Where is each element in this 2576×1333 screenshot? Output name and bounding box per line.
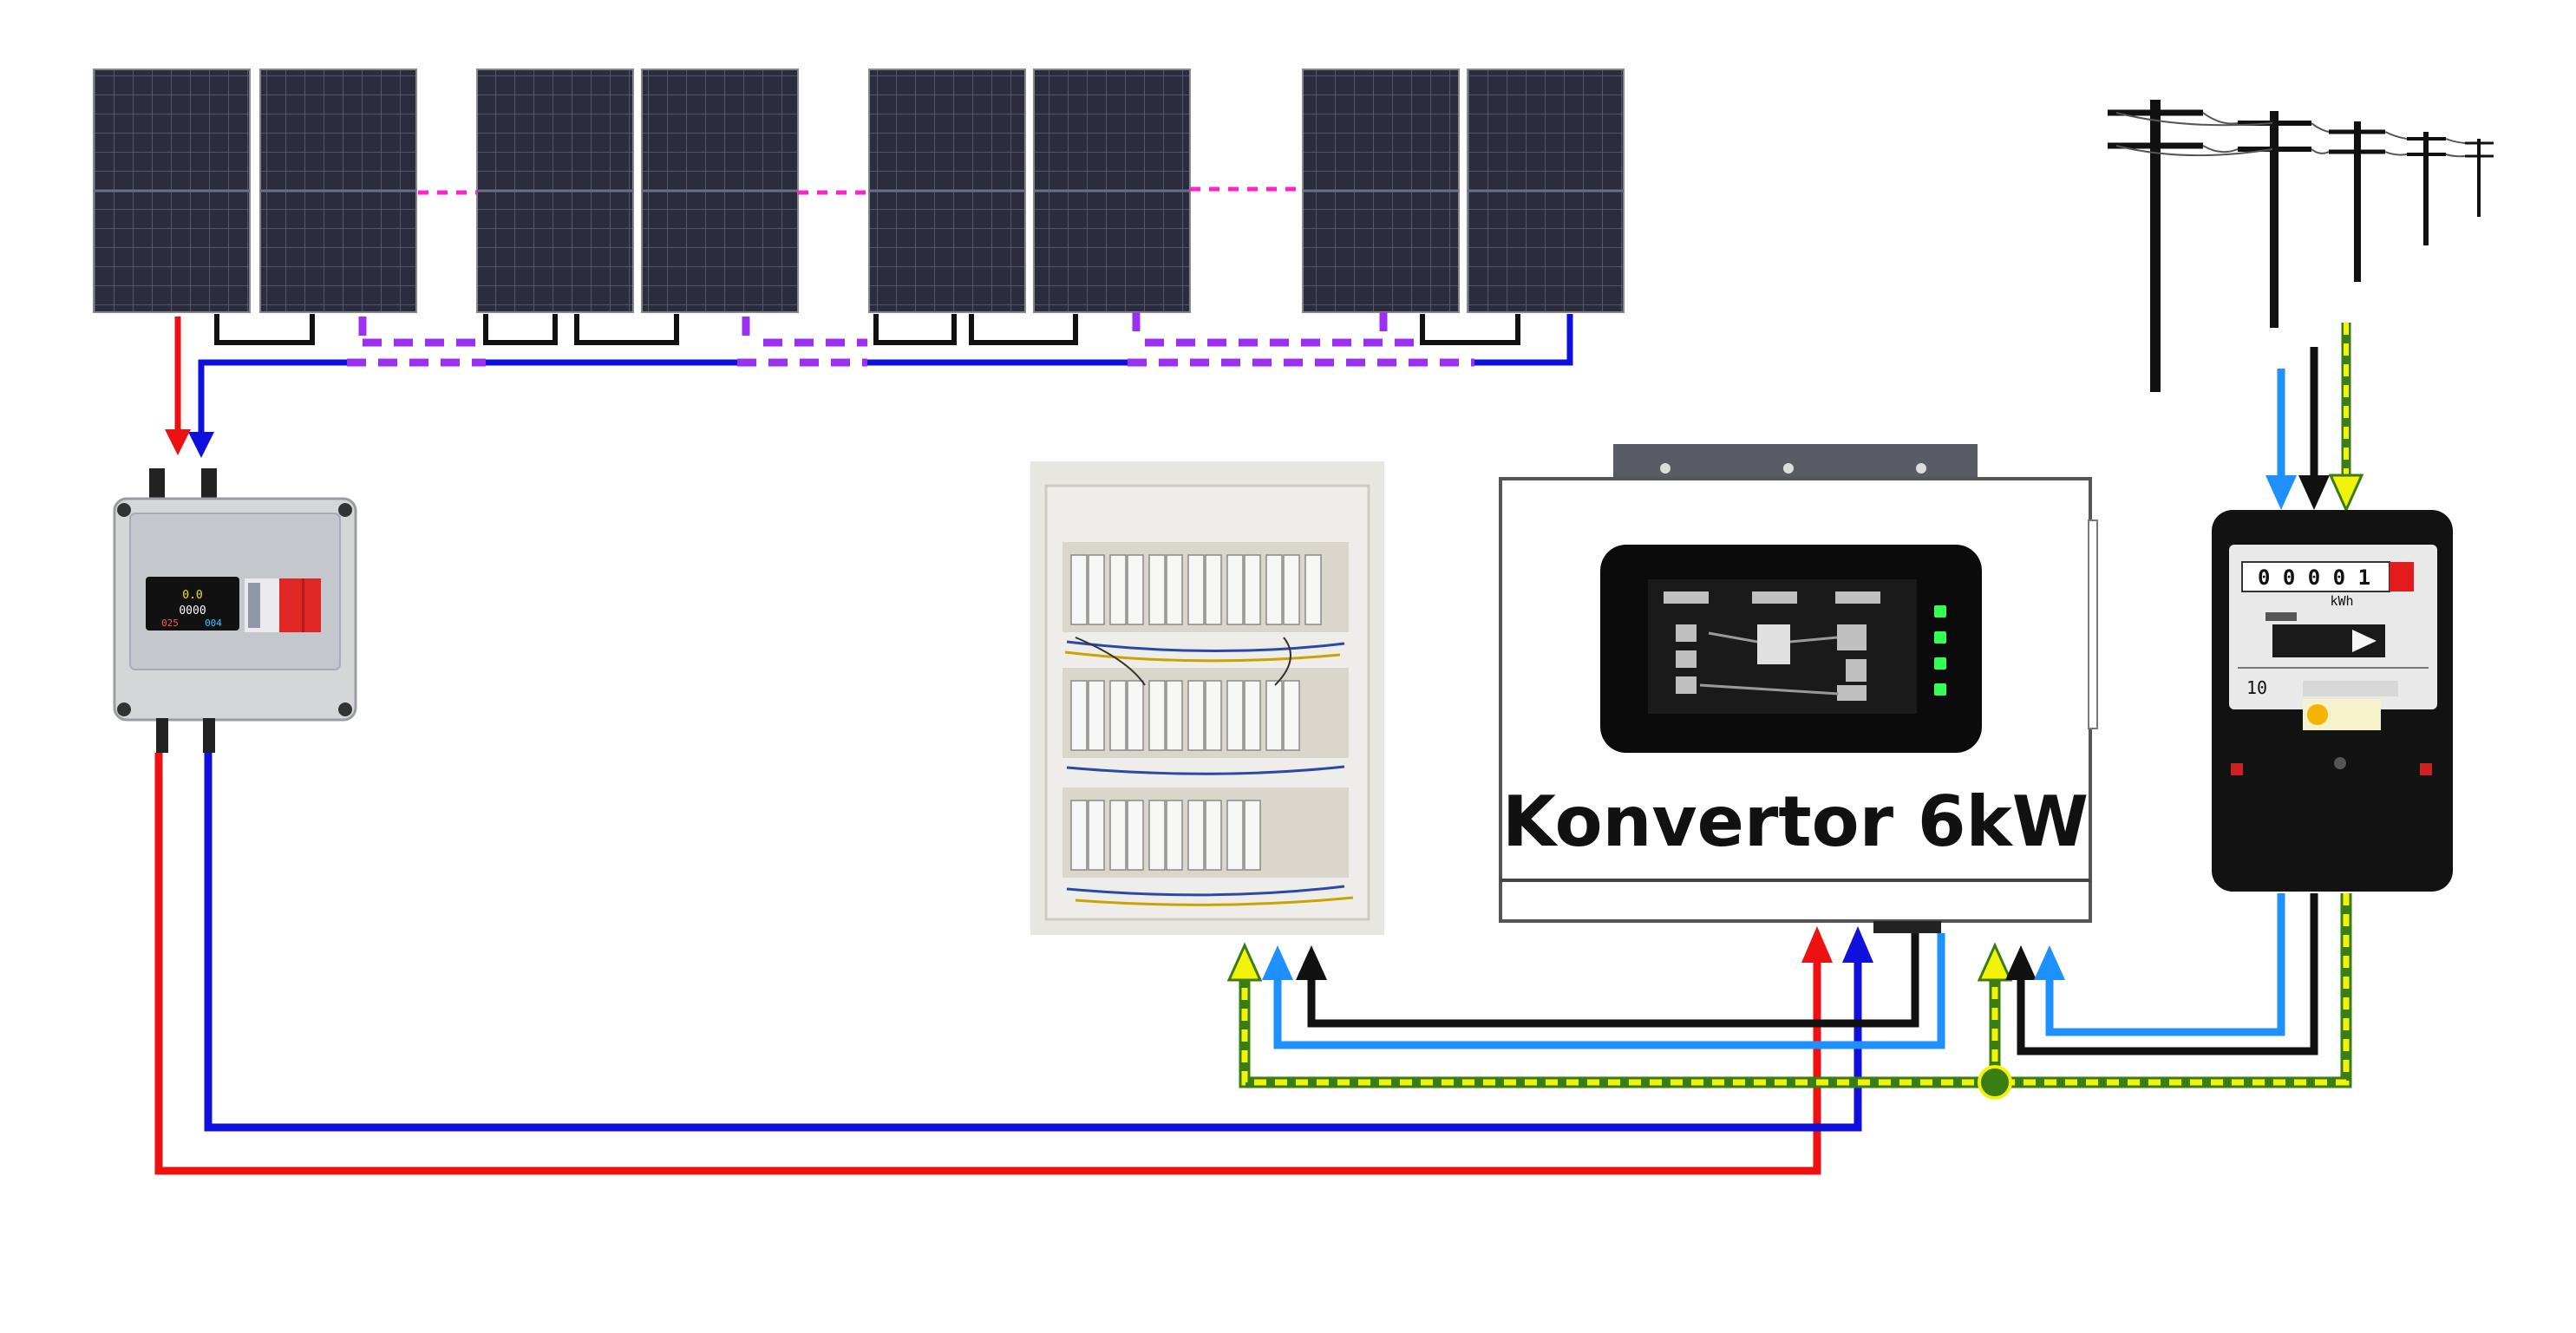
meter-counter: 0 0 0 0 1 [2258, 565, 2370, 590]
solar-array [93, 69, 1625, 313]
string-return-wire [198, 312, 1573, 442]
solar-panel-icon [93, 69, 251, 313]
solar-panel-icon [1033, 69, 1191, 313]
solar-panel-icon [641, 69, 799, 313]
inverter-label: Konvertor 6kW [1502, 781, 2089, 862]
solar-panel-icon [1467, 69, 1625, 313]
dc-combiner-box-icon: 0.0 0000 025 004 [113, 468, 357, 753]
distribution-board-icon [1030, 461, 1384, 935]
meter-plate-number: 10 [2246, 677, 2267, 698]
combiner-display-value: 0.0 [182, 589, 202, 602]
combiner-display-value: 025 [161, 617, 179, 629]
electricity-meter-icon: 0 0 0 0 1 kWh 10 [2212, 510, 2453, 892]
grid-feed-to-meter [2265, 323, 2364, 513]
solar-panel-icon [1302, 69, 1460, 313]
meter-unit-label: kWh [2330, 593, 2353, 609]
inverter-icon: Konvertor 6kW [1499, 444, 2098, 933]
pv-string-to-combiner [165, 317, 214, 458]
inverter-to-board-wires [1239, 933, 2012, 1100]
panel-gap-dotted-lines [418, 186, 1303, 195]
meter-to-bus-wires [1995, 893, 2352, 1088]
panel-jumpers [214, 314, 1520, 345]
solar-panel-icon [476, 69, 634, 313]
connection-arrowheads [1226, 942, 2065, 982]
combiner-display-value: 004 [205, 617, 222, 629]
solar-panel-icon [259, 69, 417, 313]
dc-feed-to-inverter [154, 753, 1873, 1175]
combiner-display-value: 0000 [179, 604, 206, 617]
solar-panel-icon [868, 69, 1026, 313]
power-line-poles-icon [2108, 100, 2494, 392]
